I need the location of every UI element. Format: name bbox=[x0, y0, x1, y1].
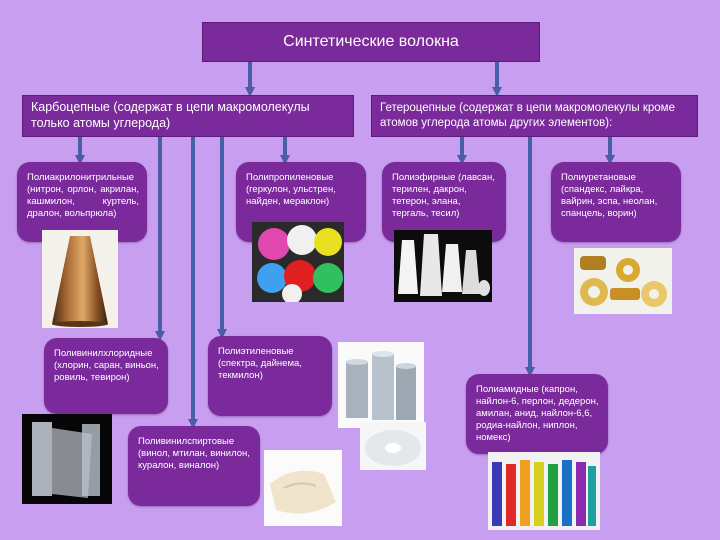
film-rolls-image bbox=[22, 414, 112, 504]
plastic-rolls-image bbox=[338, 342, 424, 428]
white-roll-image bbox=[360, 422, 426, 470]
fiber-polyurethane: Полиуретановые (спандекс, лайкра, вайрин… bbox=[551, 162, 681, 242]
fiber-polyacrylonitrile: Полиакрилонитрильные (нитрон, орлон, акр… bbox=[17, 162, 147, 242]
thread-spools-image bbox=[488, 452, 600, 530]
fiber-polyvinylalcohol: Поливинилспиртовые (винол, мтилан, винил… bbox=[128, 426, 260, 506]
category-carbochain: Карбоцепные (содержат в цепи макромолеку… bbox=[22, 95, 354, 137]
page-title: Синтетические волокна bbox=[202, 22, 540, 62]
fiber-polyethylene: Полиэтиленовые (спектра, дайнема, текмил… bbox=[208, 336, 332, 416]
white-cones-image bbox=[394, 230, 492, 302]
category-heterochain: Гетероцепные (содержат в цепи макромолек… bbox=[371, 95, 698, 137]
felt-sheet-image bbox=[264, 450, 342, 526]
copper-yarn-cone-image bbox=[42, 230, 118, 328]
fiber-polyester: Полиэфирные (лавсан, терилен, дакрон, те… bbox=[382, 162, 506, 242]
colored-spools-image bbox=[252, 222, 344, 302]
polyurethane-parts-image bbox=[574, 248, 672, 314]
fiber-polyvinylchloride: Поливинилхлоридные (хлорин, саран, виньо… bbox=[44, 338, 168, 414]
fiber-polyamide: Полиамидные (капрон, найлон-6, перлон, д… bbox=[466, 374, 608, 454]
